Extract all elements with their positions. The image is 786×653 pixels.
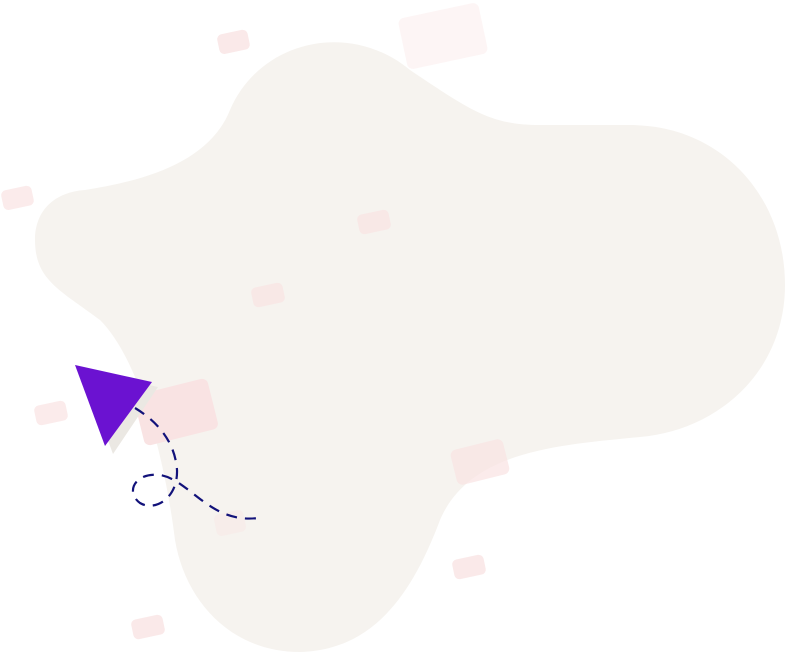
confetti-piece — [34, 400, 68, 426]
dashed-trail — [131, 407, 259, 520]
background-blob — [35, 42, 785, 652]
confetti-piece — [131, 614, 165, 640]
confetti-piece — [357, 209, 391, 235]
cursor-arrow-icon — [75, 365, 152, 446]
confetti-piece — [134, 378, 218, 446]
confetti-piece — [217, 29, 250, 54]
confetti-piece — [213, 510, 247, 536]
confetti-group — [1, 3, 510, 640]
confetti-piece — [1, 185, 34, 210]
confetti-piece — [450, 439, 510, 485]
confetti-piece — [398, 3, 488, 69]
confetti-piece — [251, 282, 285, 308]
confetti-piece — [452, 554, 486, 580]
